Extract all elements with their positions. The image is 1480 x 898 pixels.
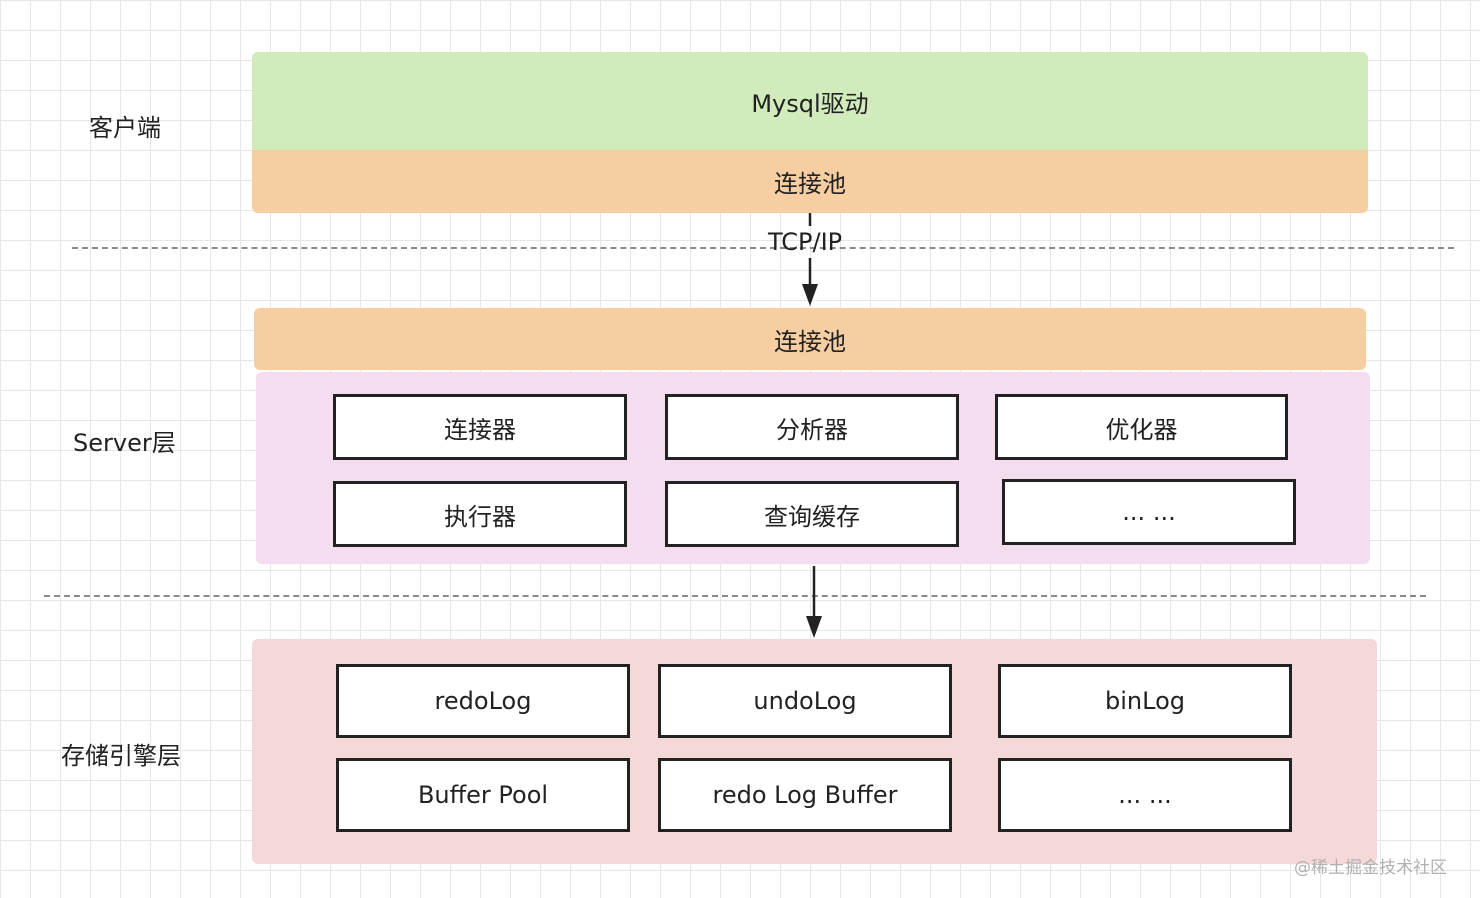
separator-client-server [72, 247, 1454, 249]
storage-component-redo-log-buffer: redo Log Buffer [658, 758, 952, 832]
server-component-connector: 连接器 [333, 394, 627, 460]
protocol-label: TCP/IP [768, 228, 843, 256]
server-component-analyzer: 分析器 [665, 394, 959, 460]
server-component-more: ... ... [1002, 479, 1296, 545]
server-component-query-cache: 查询缓存 [665, 481, 959, 547]
storage-component-binlog: binLog [998, 664, 1292, 738]
server-component-executor: 执行器 [333, 481, 627, 547]
storage-component-buffer-pool: Buffer Pool [336, 758, 630, 832]
storage-component-more: ... ... [998, 758, 1292, 832]
storage-component-redolog: redoLog [336, 664, 630, 738]
layer-label-server: Server层 [73, 429, 176, 457]
server-connection-pool: 连接池 [254, 308, 1366, 370]
storage-component-undolog: undoLog [658, 664, 952, 738]
layer-label-client: 客户端 [89, 114, 161, 142]
separator-server-storage [44, 595, 1426, 597]
server-to-storage-arrowhead [806, 616, 822, 638]
client-connection-pool: 连接池 [252, 150, 1368, 213]
layer-label-storage: 存储引擎层 [61, 742, 181, 770]
tcp-to-server-arrowhead [802, 284, 818, 306]
server-component-optimizer: 优化器 [995, 394, 1288, 460]
watermark: @稀土掘金技术社区 [1294, 858, 1447, 878]
mysql-driver-block: Mysql驱动 [252, 52, 1368, 150]
